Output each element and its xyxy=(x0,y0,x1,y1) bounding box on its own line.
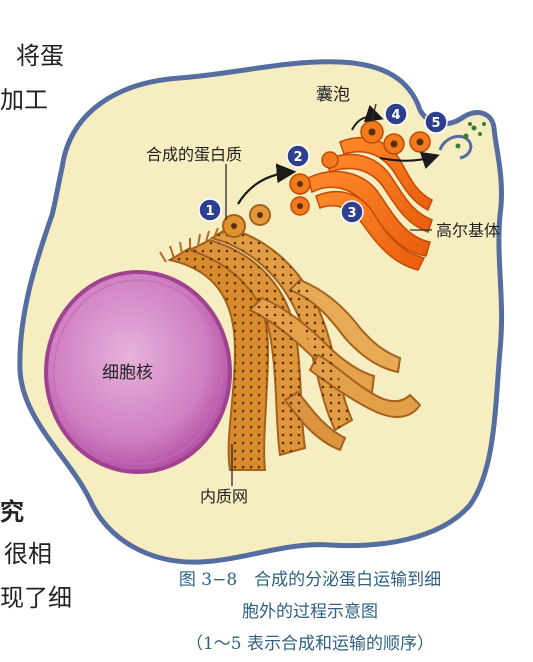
label-synthesized-protein: 合成的蛋白质 xyxy=(146,145,242,164)
step-5-badge: 5 xyxy=(425,111,447,133)
svg-text:2: 2 xyxy=(293,150,302,165)
label-vesicle: 囊泡 xyxy=(316,85,350,105)
svg-text:5: 5 xyxy=(431,116,440,131)
edge-text-3: 究 xyxy=(0,500,24,524)
label-er: 内质网 xyxy=(200,487,248,506)
caption-line-2: 胞外的过程示意图 xyxy=(110,604,510,621)
svg-text:4: 4 xyxy=(391,108,400,123)
label-golgi: 高尔基体 xyxy=(436,221,500,240)
edge-text-4: 很相 xyxy=(4,542,52,566)
step-3-badge: 3 xyxy=(341,201,363,223)
svg-text:1: 1 xyxy=(205,204,214,219)
caption-line-3: （1～5 表示合成和运输的顺序） xyxy=(110,636,510,653)
step-4-badge: 4 xyxy=(385,103,407,125)
edge-text-5: 现了细 xyxy=(0,586,72,610)
label-nucleus: 细胞核 xyxy=(102,363,153,383)
step-1-badge: 1 xyxy=(199,199,221,221)
step-2-badge: 2 xyxy=(287,145,309,167)
svg-text:3: 3 xyxy=(347,206,356,221)
caption-line-1: 图 3−8 合成的分泌蛋白运输到细 xyxy=(110,572,510,589)
